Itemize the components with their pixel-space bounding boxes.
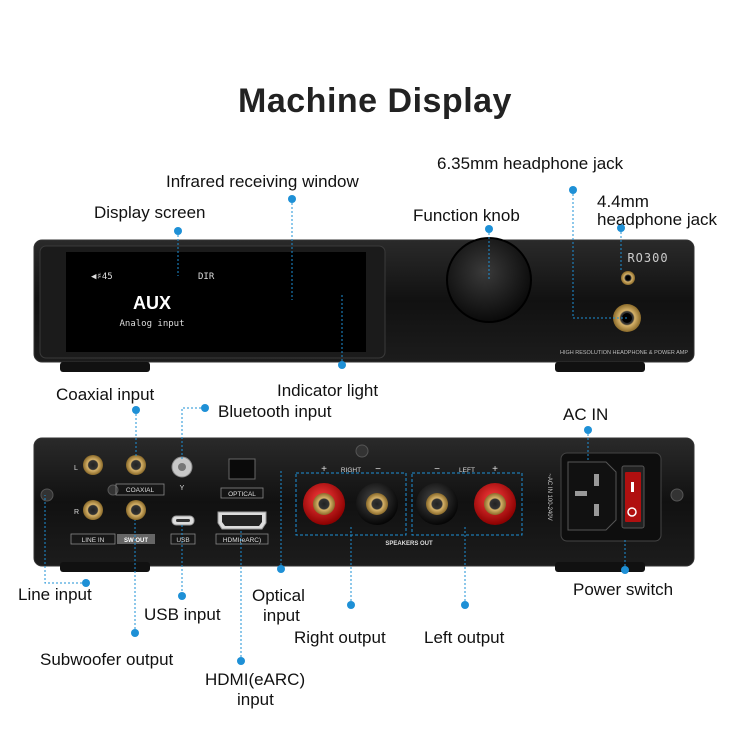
left-minus: − [434, 464, 440, 475]
label-display-screen: Display screen [94, 203, 206, 222]
label-indicator-light: Indicator light [277, 381, 379, 400]
coaxial-jack [126, 455, 146, 475]
label-left-output: Left output [424, 628, 505, 647]
callout-dot-indicator [338, 361, 346, 369]
callout-dots [82, 186, 629, 665]
label-right-output: Right output [294, 628, 386, 647]
screen-input: Analog input [119, 319, 184, 329]
label-jack-635: 6.35mm headphone jack [437, 154, 624, 173]
screen-dir: DIR [198, 272, 215, 282]
ac-rating: ~AC IN 100-240V [546, 473, 552, 520]
callout-dot-display [174, 227, 182, 235]
callout-dot-optical [277, 565, 285, 573]
label-jack-44-line1: 4.4mm [597, 192, 649, 211]
callout-dot-left [461, 601, 469, 609]
screen-source: AUX [133, 293, 171, 313]
line-in-l [83, 455, 103, 475]
callout-dot-coaxial [132, 406, 140, 414]
callout-dot-hdmi [237, 657, 245, 665]
label-ac-in: AC IN [563, 405, 609, 424]
ch-r: R [74, 509, 79, 516]
right-tag: RIGHT [341, 467, 361, 474]
ac-inlet [567, 461, 617, 531]
page-title: Machine Display [238, 82, 512, 120]
usb-tag: USB [176, 537, 189, 544]
label-coaxial-input: Coaxial input [56, 385, 155, 404]
sw-out-tag: SW OUT [124, 538, 148, 544]
sw-out-jack [126, 500, 146, 520]
callout-dot-ac [584, 426, 592, 434]
label-function-knob: Function knob [413, 206, 520, 225]
callout-dot-power [621, 566, 629, 574]
callout-dot-bluetooth [201, 404, 209, 412]
label-jack-44-line2: headphone jack [597, 210, 718, 229]
callout-dot-right [347, 601, 355, 609]
hdmi-tag: HDMI(eARC) [223, 537, 261, 544]
speakers-out-tag: SPEAKERS OUT [385, 541, 433, 547]
callout-lines [44, 190, 627, 661]
callout-dot-635 [569, 186, 577, 194]
front-panel [33, 237, 695, 372]
display-screen [66, 252, 366, 352]
right-plus: + [321, 464, 327, 475]
label-optical-line1: Optical [252, 586, 305, 605]
label-optical-line2: input [263, 606, 300, 625]
callout-dot-knob [485, 225, 493, 233]
label-hdmi-line1: HDMI(eARC) [205, 670, 306, 689]
line-in-r [83, 500, 103, 520]
callout-dot-infrared [288, 195, 296, 203]
label-line-input: Line input [18, 585, 92, 604]
label-power-switch: Power switch [573, 580, 674, 599]
optical-port [228, 458, 256, 480]
label-infrared: Infrared receiving window [166, 172, 359, 191]
callout-dot-44 [617, 224, 625, 232]
label-bluetooth-input: Bluetooth input [218, 402, 332, 421]
label-hdmi-line2: input [237, 690, 274, 709]
label-usb-input: USB input [144, 605, 221, 624]
antenna-tag: Y [180, 485, 185, 492]
left-tag: LEFT [459, 467, 475, 474]
ch-l: L [74, 465, 78, 472]
brand-logo: RO300 [627, 251, 668, 265]
left-plus: + [492, 464, 498, 475]
label-subwoofer-output: Subwoofer output [40, 650, 174, 669]
callout-dot-subwoofer [131, 629, 139, 637]
optical-tag: OPTICAL [228, 491, 256, 498]
tagline: HIGH RESOLUTION HEADPHONE & POWER AMP [560, 350, 688, 356]
line-in-tag: LINE IN [82, 537, 105, 544]
callout-dot-line [82, 579, 90, 587]
callout-dot-usb [178, 592, 186, 600]
coaxial-tag: COAXIAL [126, 487, 155, 494]
screen-volume: ◀♯45 [91, 272, 113, 282]
right-minus: − [375, 464, 381, 475]
rear-panel [33, 437, 695, 572]
